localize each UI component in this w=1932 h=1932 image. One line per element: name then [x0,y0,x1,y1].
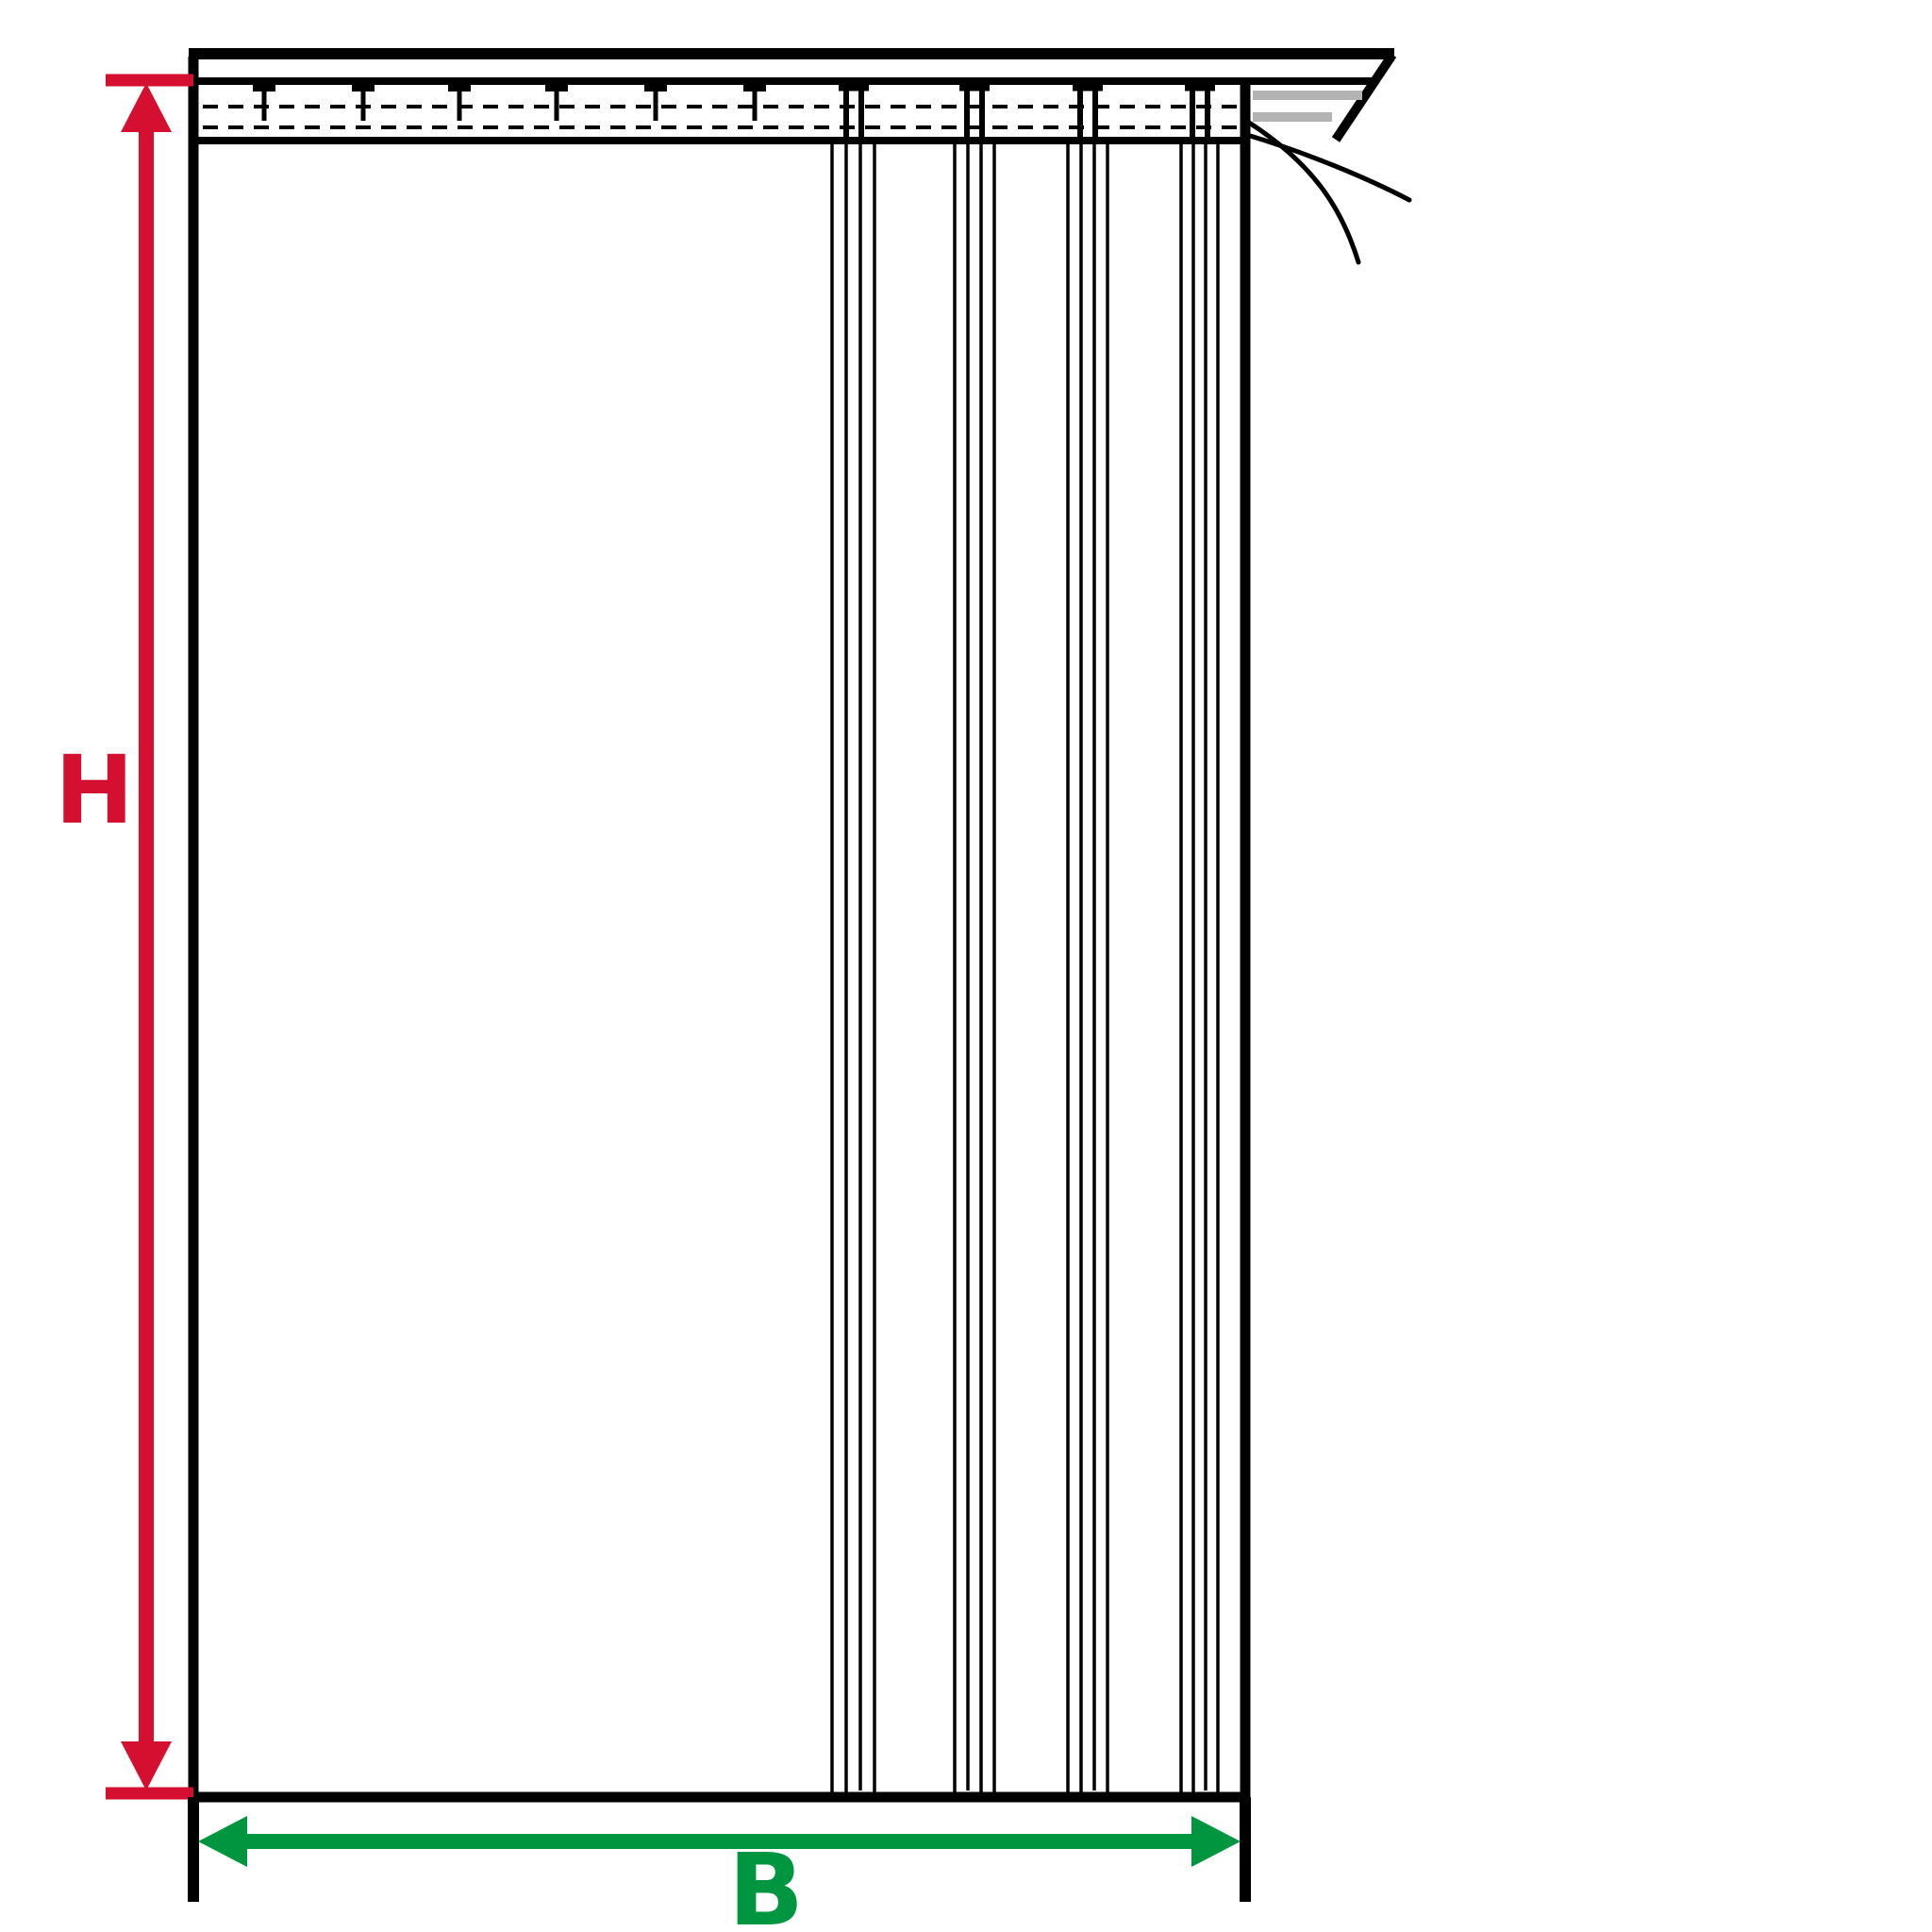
pleat-fold-lines [830,142,1220,1794]
curtain-panel [188,57,1251,1803]
hook [352,84,375,121]
height-arrowhead-up-icon [121,83,172,132]
header-tape [203,105,1240,129]
height-label: H [55,735,134,845]
hook [644,84,667,121]
clip [839,82,869,142]
fold-group [1066,142,1109,1794]
hook [448,84,471,121]
gathered-clips [839,82,1215,142]
cord-strand [1246,120,1361,265]
draw-cord [1244,120,1412,265]
fold-group [953,142,996,1794]
width-arrowhead-left-icon [198,1816,247,1867]
fold-group [1179,142,1220,1794]
hook [743,84,766,121]
clip [1185,82,1215,142]
curtain-panel-outline [188,57,1251,1803]
height-dimension: H [55,74,193,1800]
width-arrowhead-right-icon [1191,1816,1241,1867]
cord-strand [1244,132,1412,203]
width-label: B [728,1833,804,1932]
curtain-hooks [253,84,766,121]
clip [959,82,990,142]
clip [1073,82,1103,142]
width-dimension: B [188,1797,1251,1932]
hook [253,84,275,121]
curtain-rail [189,48,1397,142]
hook [545,84,568,121]
rail-end-slant [1331,52,1397,142]
fold-group [830,142,876,1794]
height-arrowhead-down-icon [121,1741,172,1790]
